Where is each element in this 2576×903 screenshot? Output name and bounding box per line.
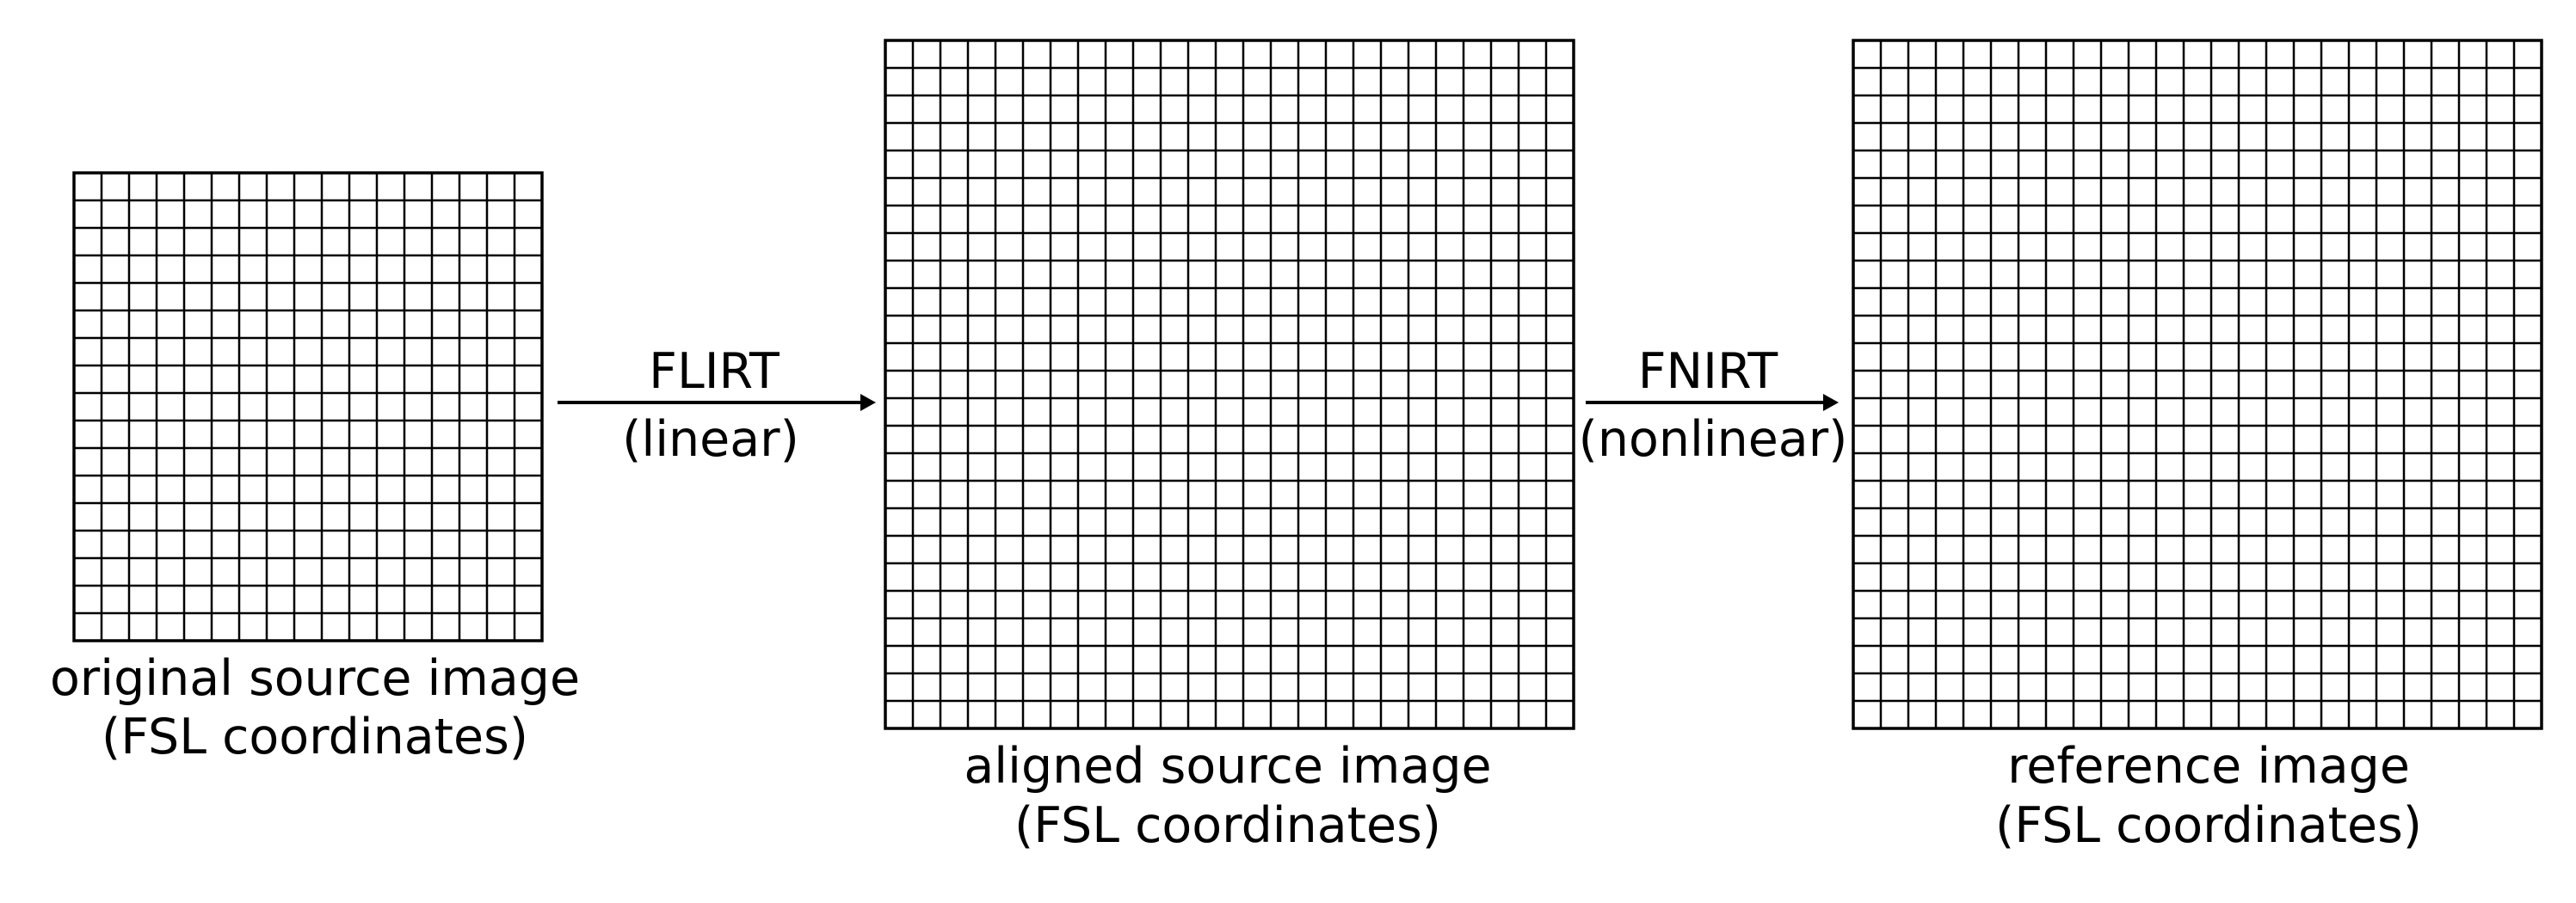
flirt-sublabel: (linear) (622, 411, 799, 468)
flirt-arrow (558, 394, 876, 411)
reference-caption-line1: reference image (2007, 738, 2410, 795)
fnirt-sublabel: (nonlinear) (1579, 411, 1848, 468)
fnirt-arrow (1586, 394, 1839, 411)
aligned-source-caption-line2: (FSL coordinates) (1014, 797, 1441, 854)
reference-grid (1852, 39, 2543, 730)
reference-caption-line2: (FSL coordinates) (1995, 797, 2422, 854)
grid-border (72, 171, 544, 642)
original-source-caption-line2: (FSL coordinates) (102, 709, 528, 765)
grid-border (1852, 39, 2543, 730)
aligned-source-caption-line1: aligned source image (964, 738, 1491, 795)
grid-border (884, 39, 1575, 730)
flirt-label: FLIRT (649, 343, 780, 400)
aligned-source-grid (884, 39, 1575, 730)
original-source-grid (72, 171, 544, 642)
original-source-caption-line1: original source image (50, 650, 580, 707)
fnirt-label: FNIRT (1638, 343, 1778, 400)
